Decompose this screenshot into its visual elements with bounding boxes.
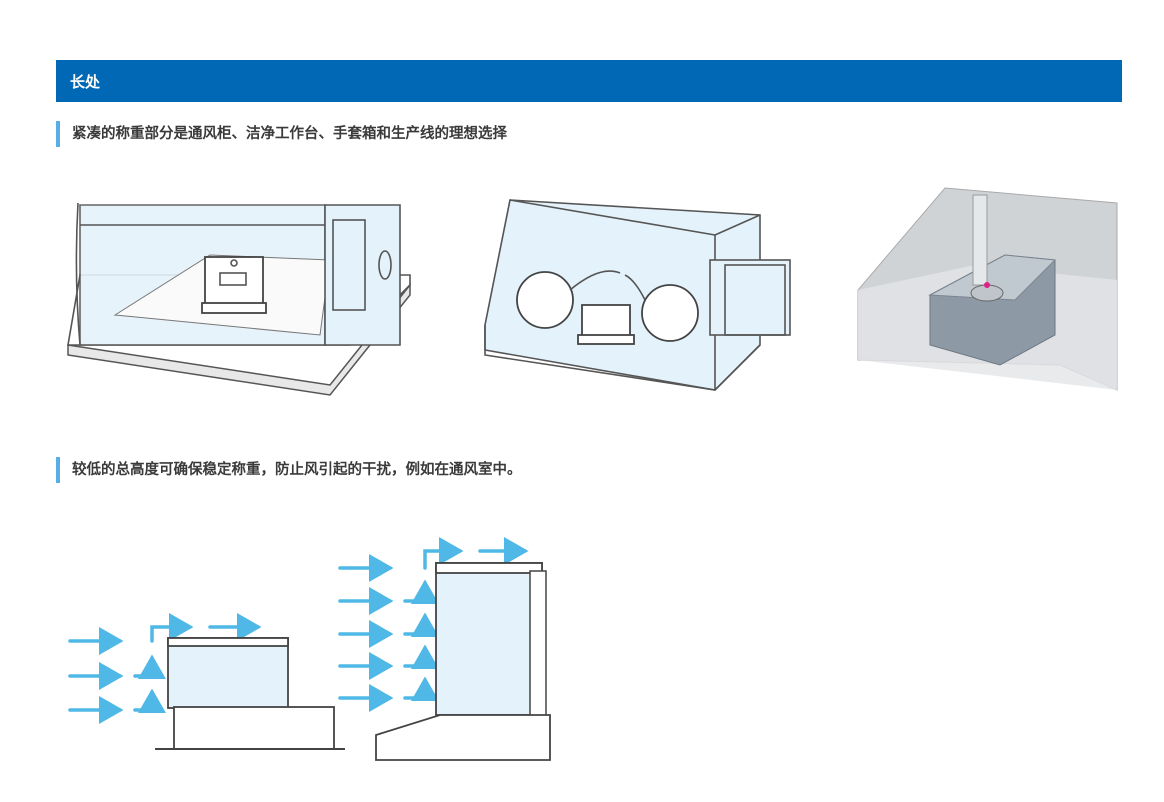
- section-header: 长处: [56, 60, 1122, 102]
- airflow-comparison-diagram: [68, 537, 551, 761]
- feature-heading-compact: 紧凑的称重部分是通风柜、洁净工作台、手套箱和生产线的理想选择: [56, 121, 507, 147]
- glove-box-illustration: [484, 199, 791, 391]
- fume-hood-illustration: [67, 202, 411, 396]
- low-profile-balance: [155, 637, 345, 750]
- section-title: 长处: [70, 72, 101, 91]
- feature-heading-low-height: 较低的总高度可确保稳定称重，防止风引起的干扰，例如在通风室中。: [56, 457, 522, 483]
- production-line-illustration: [857, 187, 1118, 391]
- tall-analytical-balance: [375, 562, 551, 761]
